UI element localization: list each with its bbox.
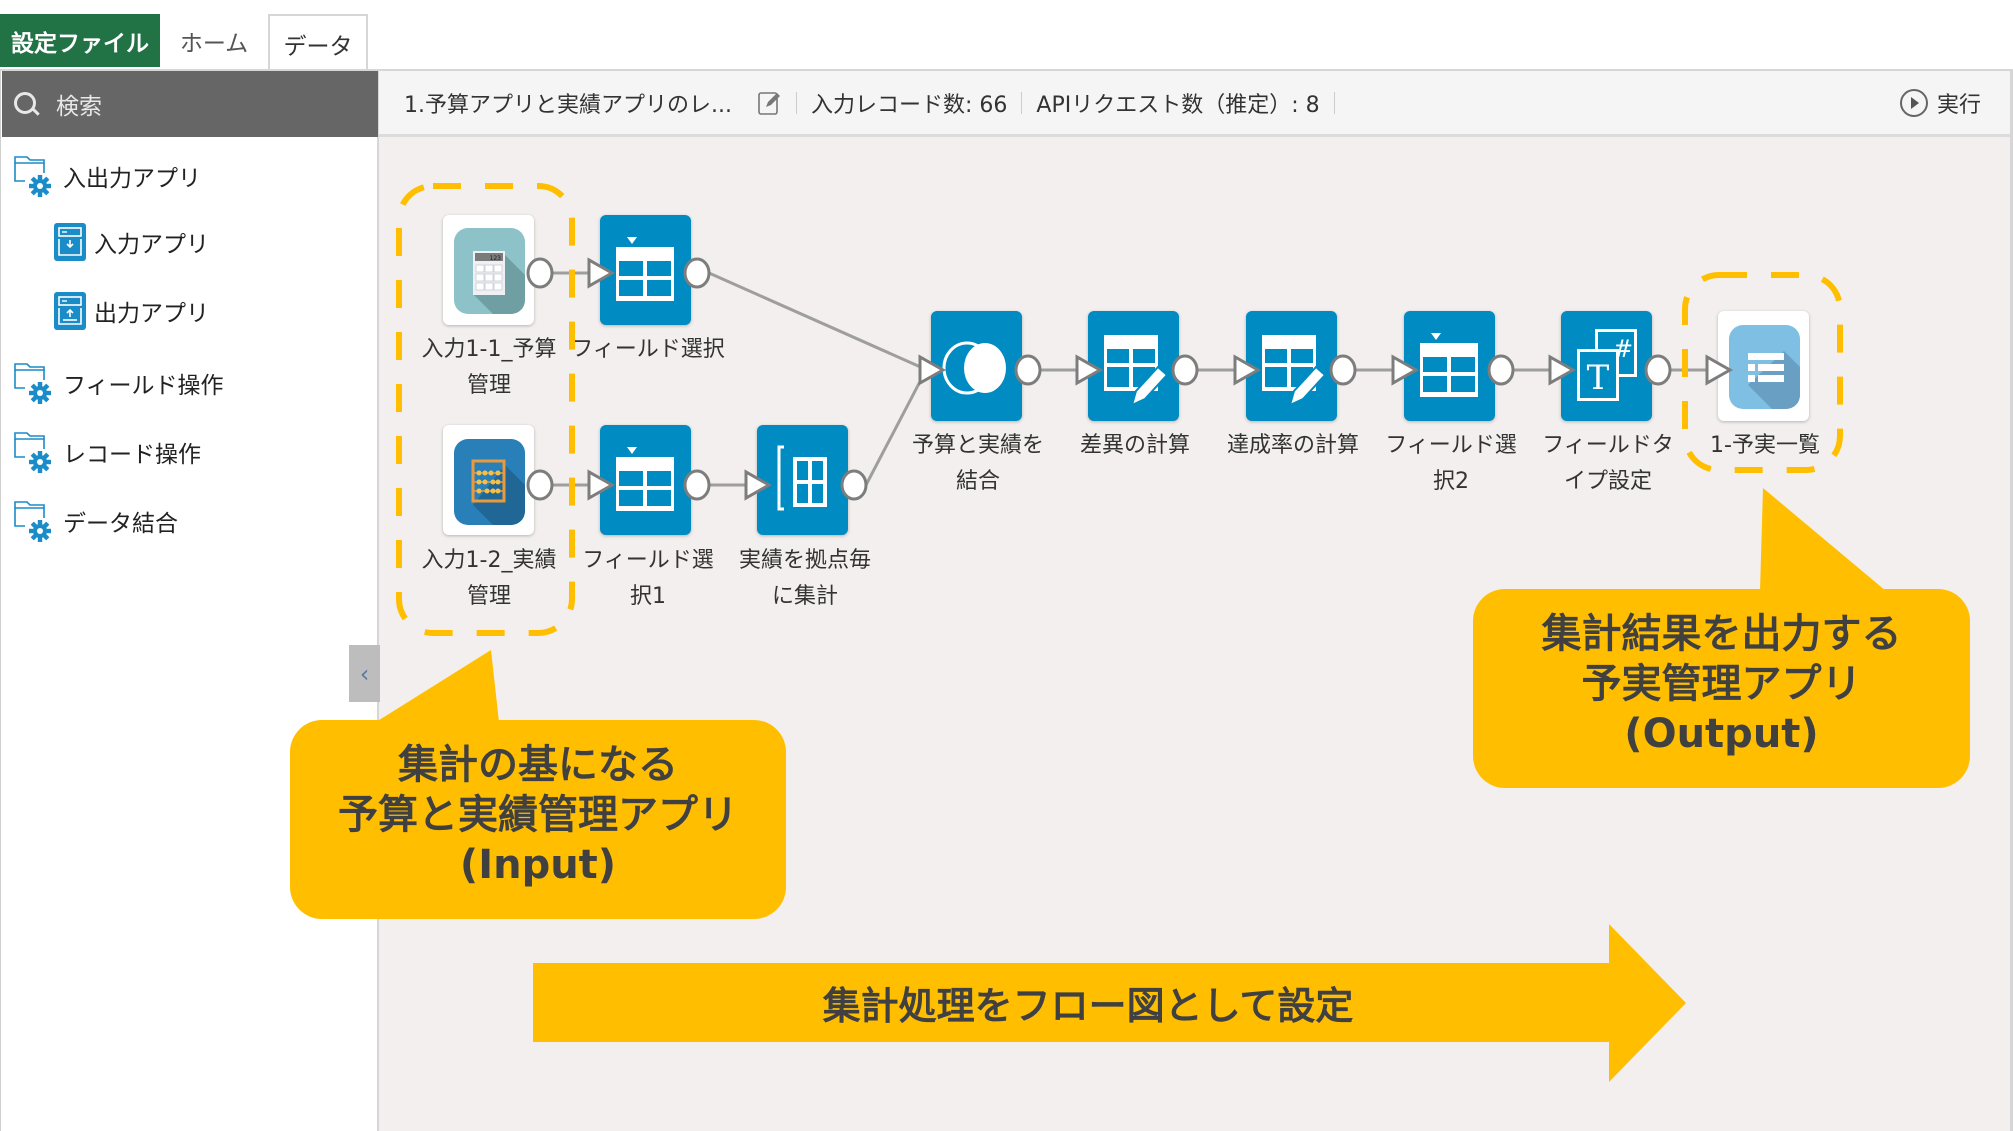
output-callout-text: 集計結果を出力する 予実管理アプリ (Output) <box>1541 611 1902 757</box>
tab-data[interactable]: データ <box>268 14 368 71</box>
sidebar: 検索 入出力アプリ 入力アプリ 出力アプリ フィールド操作 レコード操作 <box>0 71 379 1131</box>
chevron-left-icon: ‹ <box>359 659 370 688</box>
sidebar-item-output-app[interactable]: 出力アプリ <box>54 292 209 330</box>
search-placeholder: 検索 <box>56 94 102 120</box>
node-rate-calc[interactable] <box>1246 311 1337 421</box>
calculator-display: 123 <box>490 255 502 262</box>
calc-edit-icon <box>1262 335 1327 407</box>
node-label: フィールド選択2 <box>1385 433 1517 494</box>
node-field-select-1[interactable] <box>600 425 691 535</box>
search-icon <box>14 92 40 116</box>
run-label: 実行 <box>1936 92 1981 118</box>
right-border <box>2010 71 2013 1131</box>
input-callout-text: 集計の基になる 予算と実績管理アプリ (Input) <box>338 742 738 888</box>
field-select-icon <box>1420 333 1478 397</box>
calculator-icon: 123 <box>454 228 525 314</box>
list-app-icon <box>1729 325 1800 409</box>
input-record-count: 入力レコード数: 66 <box>810 92 1008 118</box>
edit-icon[interactable] <box>758 90 782 116</box>
sidebar-item-record-ops[interactable]: レコード操作 <box>13 429 201 475</box>
output-app-icon <box>54 292 86 330</box>
sidebar-item-label: フィールド操作 <box>63 373 224 399</box>
sidebar-collapse-button[interactable]: ‹ <box>349 645 380 702</box>
node-field-select-2[interactable] <box>1404 311 1495 421</box>
connector-line <box>864 371 927 486</box>
abacus-icon <box>454 439 525 525</box>
node-label: 差異の計算 <box>1079 433 1190 458</box>
tab-home[interactable]: ホーム <box>179 30 249 57</box>
node-field-select[interactable] <box>600 215 691 325</box>
api-request-count: APIリクエスト数（推定）: 8 <box>1036 92 1320 118</box>
calc-edit-icon <box>1104 335 1169 407</box>
sidebar-item-label: データ結合 <box>63 511 178 537</box>
play-icon <box>1899 88 1929 118</box>
folder-gear-icon <box>13 429 55 475</box>
flow-toolbar: 1.予算アプリと実績アプリのレ... 入力レコード数: 66 APIリクエスト数… <box>379 71 2011 137</box>
field-select-icon <box>616 237 674 301</box>
node-label: 実績を拠点毎に集計 <box>738 548 871 609</box>
node-label: 1-予実一覧 <box>1710 433 1820 458</box>
input-app-icon <box>54 223 86 261</box>
sidebar-item-label: レコード操作 <box>63 442 201 468</box>
node-join[interactable] <box>931 311 1022 421</box>
search-input[interactable]: 検索 <box>2 71 378 137</box>
folder-gear-icon <box>13 498 55 544</box>
folder-gear-icon <box>13 153 55 199</box>
sidebar-item-data-join[interactable]: データ結合 <box>13 498 178 544</box>
tab-bar-divider <box>0 69 2013 71</box>
flow-name: 1.予算アプリと実績アプリのレ... <box>404 92 732 118</box>
node-aggregate[interactable] <box>757 425 848 535</box>
field-type-icon: # T <box>1577 329 1637 401</box>
toolbar-separator <box>1333 91 1335 114</box>
node-label: 達成率の計算 <box>1226 433 1359 458</box>
connector-line <box>708 271 926 371</box>
node-input-budget[interactable]: 123 <box>443 215 534 325</box>
sidebar-item-label: 入力アプリ <box>94 232 209 258</box>
toolbar-separator <box>795 91 797 114</box>
sidebar-item-label: 入出力アプリ <box>63 166 201 192</box>
run-button[interactable]: 実行 <box>1899 87 1981 119</box>
toolbar-separator <box>1021 91 1023 114</box>
field-select-icon <box>616 447 674 511</box>
sidebar-item-label: 出力アプリ <box>94 301 209 327</box>
node-field-type[interactable]: # T <box>1561 311 1652 421</box>
node-label: 予算と実績を結合 <box>911 433 1044 494</box>
text-glyph: T <box>1587 358 1610 398</box>
sidebar-item-field-ops[interactable]: フィールド操作 <box>13 360 224 406</box>
node-label: 入力1-2_実績管理 <box>421 548 557 609</box>
node-label: フィールドタイプ設定 <box>1542 433 1674 494</box>
node-input-actual[interactable] <box>443 425 534 535</box>
node-label: 入力1-1_予算管理 <box>421 337 557 398</box>
sidebar-item-input-app[interactable]: 入力アプリ <box>54 223 209 261</box>
node-label: フィールド選択1 <box>582 548 714 609</box>
sidebar-item-io-apps[interactable]: 入出力アプリ <box>13 153 201 199</box>
join-icon <box>942 341 1006 395</box>
aggregate-icon <box>777 445 827 511</box>
node-diff-calc[interactable] <box>1088 311 1179 421</box>
folder-gear-icon <box>13 360 55 406</box>
tab-settings-file[interactable]: 設定ファイル <box>0 14 160 67</box>
node-label: フィールド選択 <box>571 337 725 362</box>
node-output[interactable] <box>1718 311 1809 421</box>
flow-arrow-text: 集計処理をフロー図として設定 <box>822 984 1354 1028</box>
